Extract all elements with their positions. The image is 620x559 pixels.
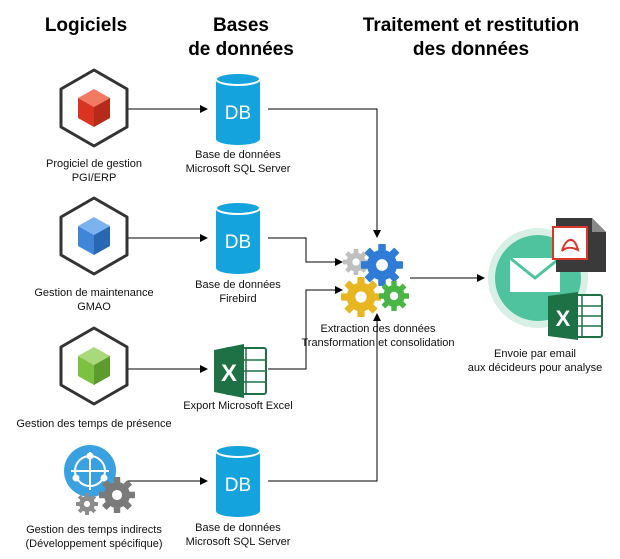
presence-cube-icon xyxy=(59,326,129,406)
pdf-document-icon xyxy=(552,218,606,272)
excel-attachment-icon: X xyxy=(548,292,603,340)
svg-text:X: X xyxy=(556,306,571,331)
gmao-cube-icon xyxy=(59,196,129,276)
db-firebird-icon: DB xyxy=(215,201,261,274)
header-software: Logiciels xyxy=(44,15,128,36)
arrow-excel-to-etl xyxy=(268,286,343,370)
svg-text:DB: DB xyxy=(225,232,251,253)
svg-text:DB: DB xyxy=(225,103,251,124)
custom-development-icon xyxy=(64,445,135,515)
header-processing: Traitement et restitution des données xyxy=(362,15,580,60)
erp-cube-icon xyxy=(59,68,129,148)
arrow-db2-to-etl xyxy=(268,237,343,266)
excel-icon: X xyxy=(214,344,267,398)
db-sql-server-icon: DB xyxy=(215,72,261,145)
db-sql-server-icon: DB xyxy=(215,444,261,517)
source-label-indirect: Gestion des temps indirects(Développemen… xyxy=(25,524,163,550)
svg-text:X: X xyxy=(221,360,237,387)
etl-gears-icon xyxy=(341,244,409,317)
store-label-excel: Export Microsoft Excel xyxy=(183,400,293,412)
header-databases: Bases de données xyxy=(188,15,294,60)
arrow-db1-to-etl xyxy=(268,108,381,238)
connectors xyxy=(128,105,485,485)
svg-text:DB: DB xyxy=(225,475,251,496)
arrow-db4-to-etl xyxy=(268,313,381,482)
source-label-presence: Gestion des temps de présence xyxy=(16,418,172,430)
